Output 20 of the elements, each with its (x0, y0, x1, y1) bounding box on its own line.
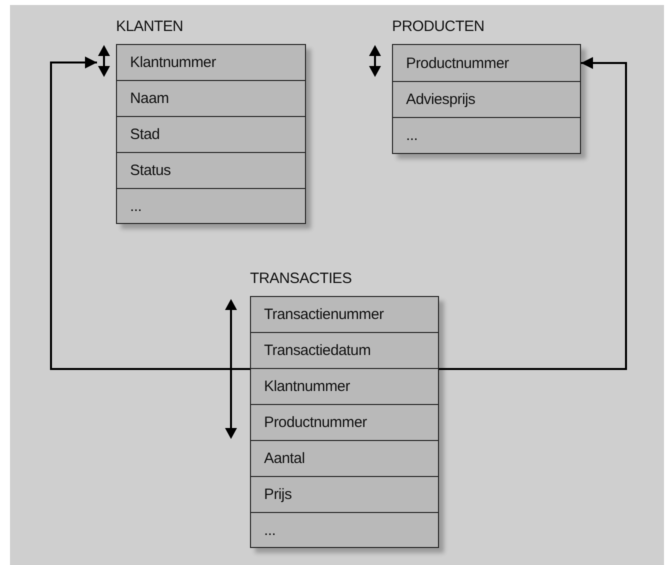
field-row: Prijs (250, 476, 439, 513)
field-row: Aantal (250, 440, 439, 477)
field-row: Transactienummer (250, 296, 439, 333)
connector-arrow (50, 56, 250, 370)
field-row: ... (250, 512, 439, 548)
connector-arrow (439, 57, 627, 370)
field-row: Productnummer (250, 404, 439, 441)
field-row: Adviesprijs (392, 81, 581, 118)
field-row: Naam (116, 80, 306, 117)
field-row: Transactiedatum (250, 332, 439, 369)
field-row: ... (116, 188, 306, 224)
field-row: Stad (116, 116, 306, 153)
field-row: ... (392, 117, 581, 154)
field-row: Status (116, 152, 306, 189)
table-title: KLANTEN (116, 18, 184, 35)
field-row: Klantnummer (116, 44, 306, 81)
table-title: TRANSACTIES (250, 270, 352, 287)
field-row: Productnummer (392, 44, 581, 82)
table-title: PRODUCTEN (392, 18, 484, 35)
field-row: Klantnummer (250, 368, 439, 405)
